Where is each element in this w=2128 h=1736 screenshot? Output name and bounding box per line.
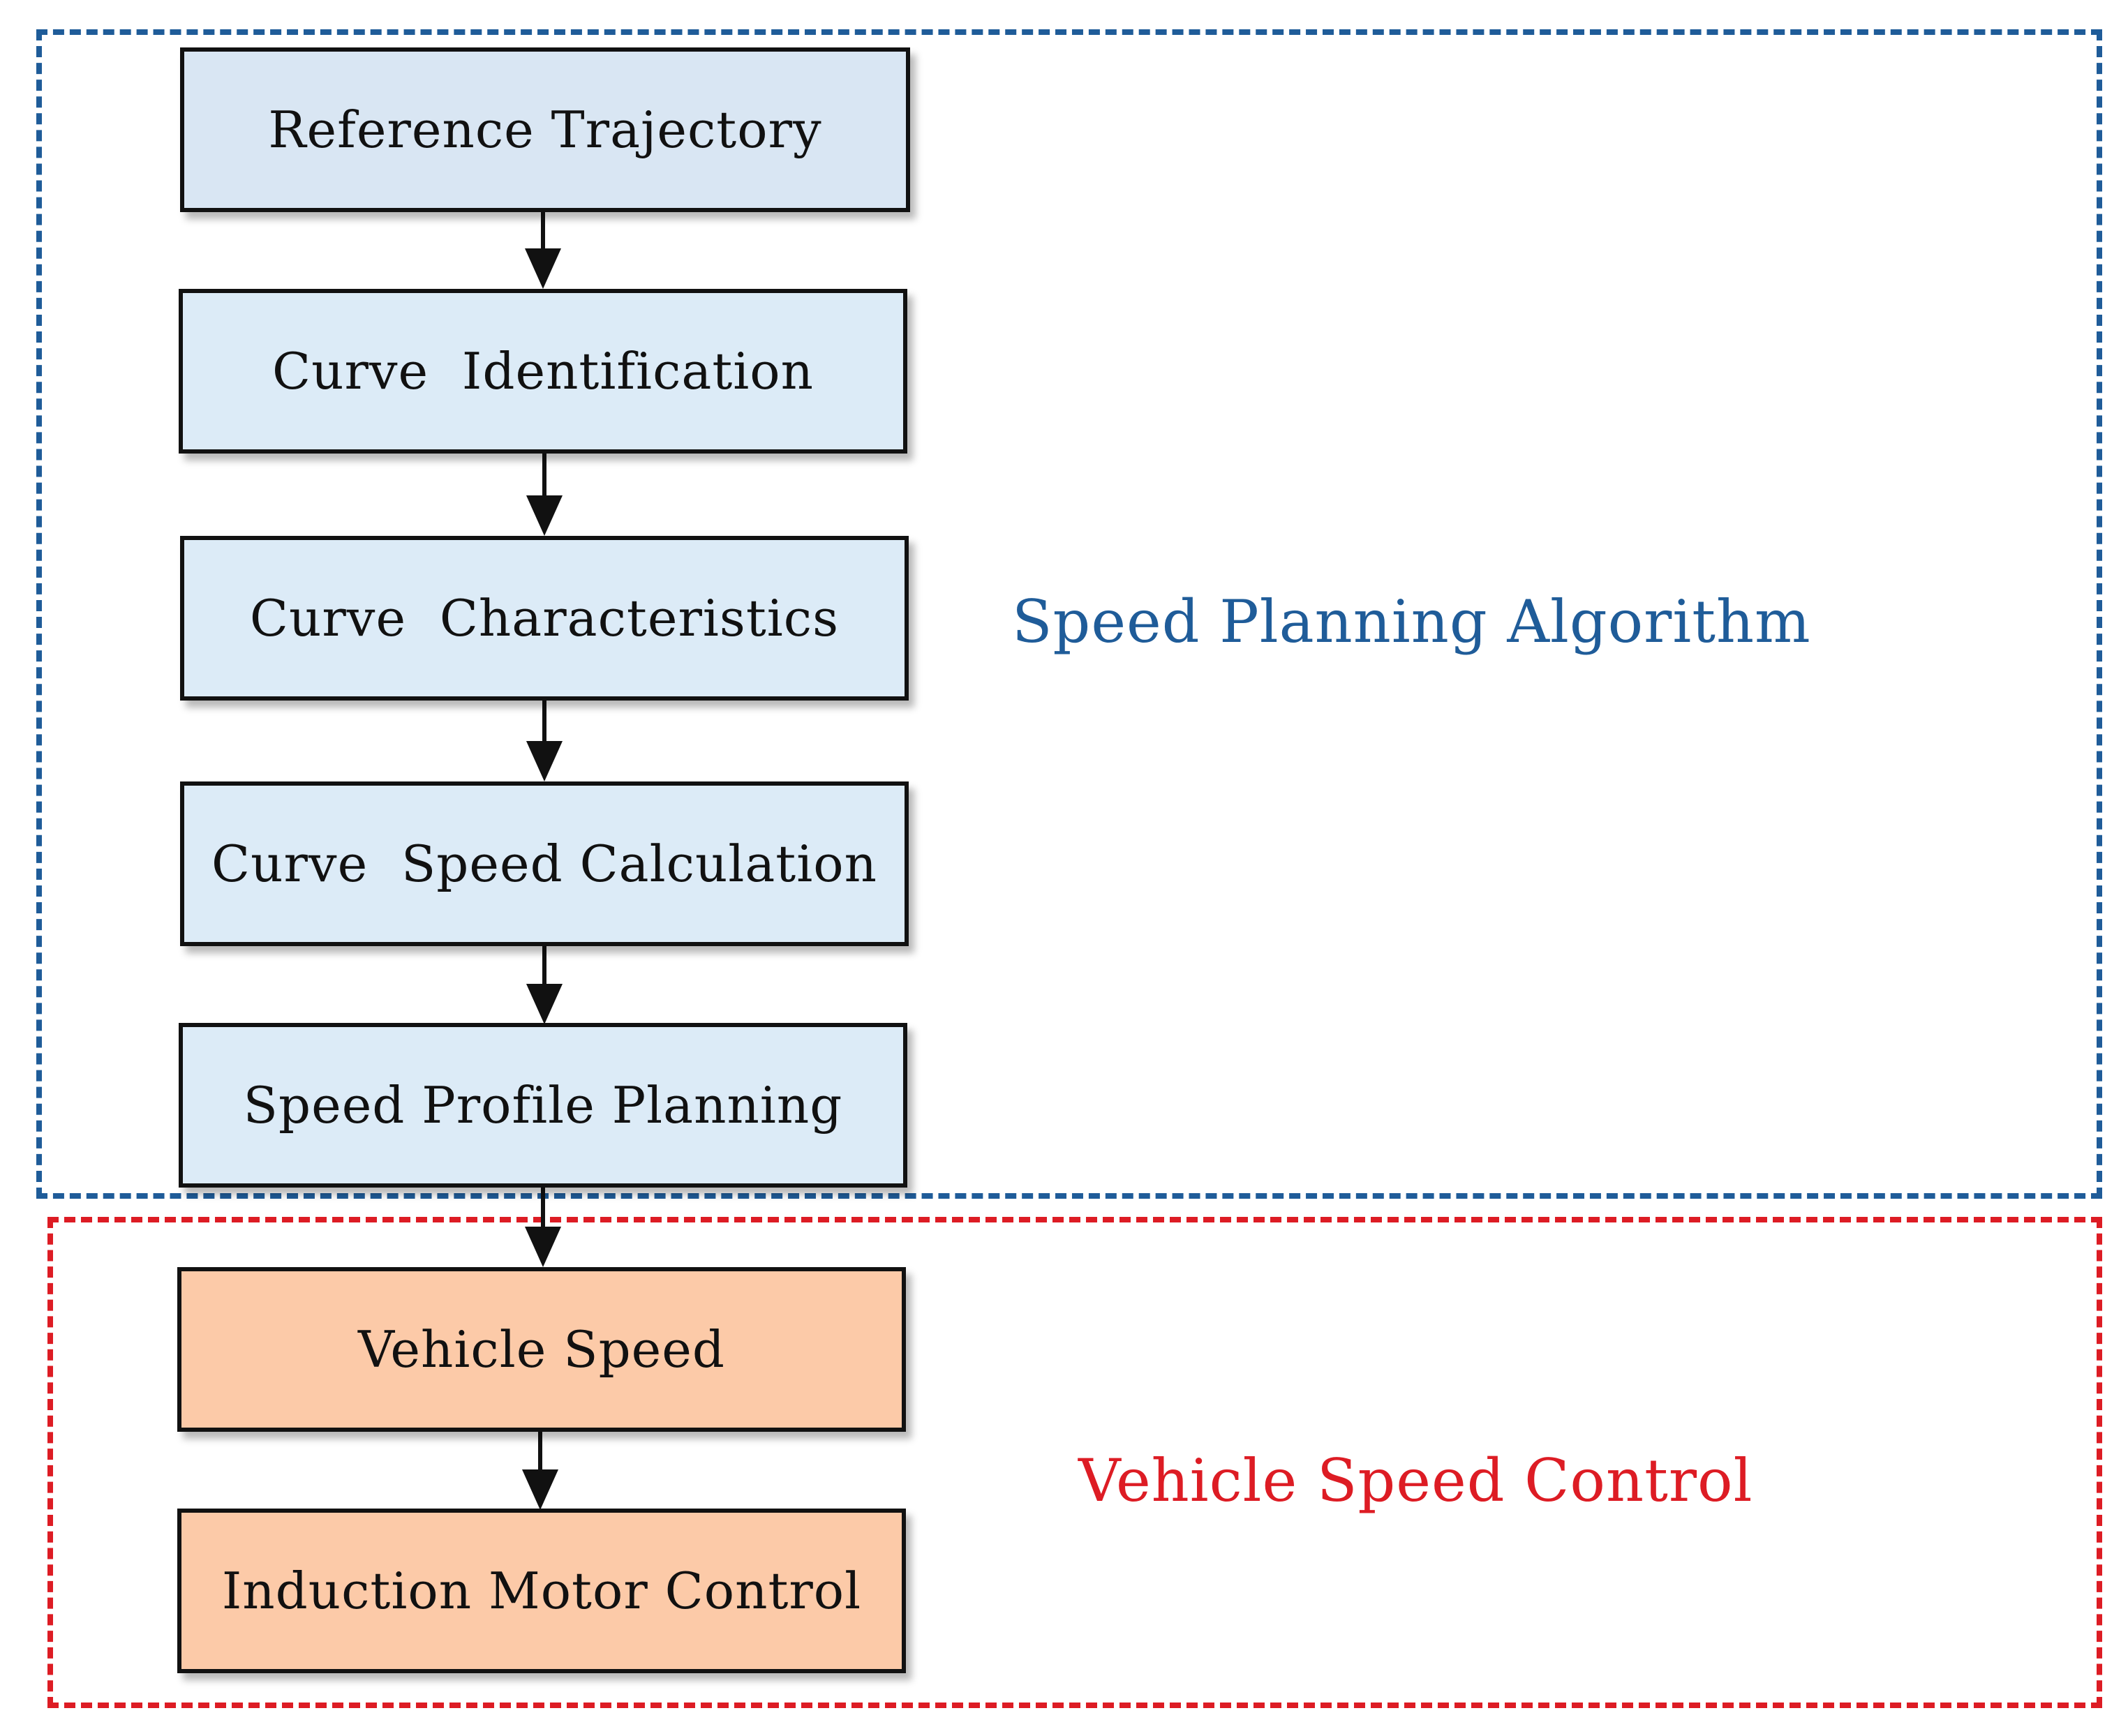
step-vehicle-speed: Vehicle Speed xyxy=(177,1267,906,1432)
step-curve-characteristics: Curve Characteristics xyxy=(180,536,909,701)
step-speed-profile-planning: Speed Profile Planning xyxy=(179,1023,907,1188)
speed-planning-group xyxy=(36,29,2102,1199)
step-curve-identification: Curve Identification xyxy=(179,289,907,454)
speed-planning-label: Speed Planning Algorithm xyxy=(1012,588,1811,656)
vehicle-speed-control-label: Vehicle Speed Control xyxy=(1078,1446,1753,1515)
vehicle-speed-control-group xyxy=(47,1217,2102,1708)
step-reference-trajectory: Reference Trajectory xyxy=(180,47,910,212)
step-induction-motor-control: Induction Motor Control xyxy=(177,1509,906,1673)
step-curve-speed-calculation: Curve Speed Calculation xyxy=(180,781,909,946)
